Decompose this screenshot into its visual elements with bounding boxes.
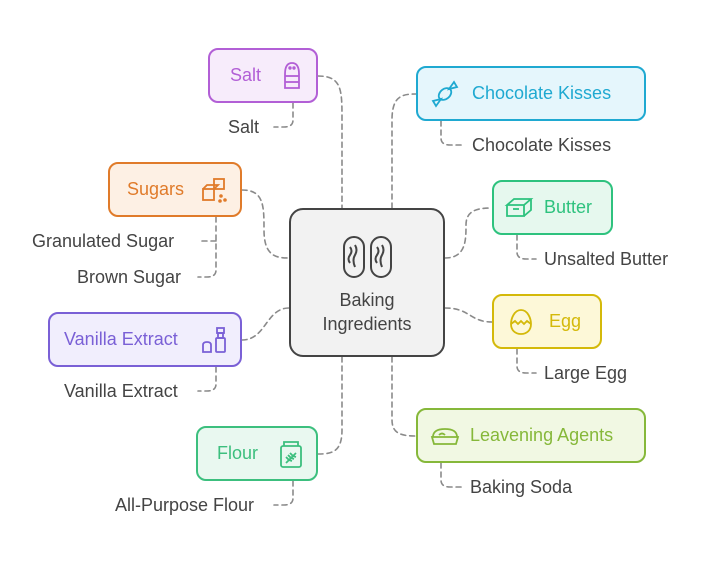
category-flour: Flour — [196, 426, 318, 481]
category-vanilla: Vanilla Extract — [48, 312, 242, 367]
category-egg-label: Egg — [549, 311, 582, 331]
baking-dish-icon — [430, 428, 460, 445]
item-granulated-sugar: Granulated Sugar — [32, 231, 175, 251]
connector-flour-item — [273, 480, 294, 506]
bread-loaves-icon — [343, 236, 392, 278]
category-egg: Egg — [492, 294, 602, 349]
connector-flour — [317, 356, 343, 455]
connector-salt — [317, 75, 343, 209]
category-chocolate: Chocolate Kisses — [416, 66, 646, 121]
category-leavening: Leavening Agents — [416, 408, 646, 463]
vanilla-bottle-icon — [202, 327, 226, 353]
center-node: Baking Ingredients — [289, 208, 445, 357]
candy-icon — [431, 80, 459, 108]
category-leavening-label: Leavening Agents — [470, 425, 614, 445]
connector-chocolate — [391, 93, 417, 209]
item-chocolate-kisses: Chocolate Kisses — [472, 135, 612, 155]
connector-butter — [444, 207, 493, 259]
category-vanilla-label: Vanilla Extract — [64, 329, 178, 349]
connector-vanilla — [241, 307, 290, 341]
connector-egg-item — [516, 348, 537, 374]
butter-icon — [504, 198, 534, 217]
item-brown-sugar: Brown Sugar — [77, 267, 182, 287]
connector-egg — [444, 307, 493, 323]
item-all-purpose-flour: All-Purpose Flour — [115, 495, 255, 515]
item-salt: Salt — [228, 117, 260, 137]
connector-butter-item — [516, 234, 537, 260]
category-chocolate-label: Chocolate Kisses — [472, 83, 612, 103]
category-flour-label: Flour — [217, 443, 259, 463]
connector-sugars — [241, 189, 290, 259]
category-sugars: Sugars — [108, 162, 242, 217]
connector-leavening — [391, 356, 417, 437]
flour-bag-icon — [280, 441, 302, 468]
connector-sugars-item — [197, 216, 217, 278]
category-butter-label: Butter — [544, 197, 593, 217]
sugar-cubes-icon — [202, 178, 227, 203]
connector-chocolate-item — [440, 120, 463, 146]
connector-vanilla-item — [197, 366, 217, 392]
category-butter: Butter — [492, 180, 613, 235]
category-salt-label: Salt — [230, 65, 262, 85]
connector-leavening-item — [440, 462, 463, 488]
item-vanilla-extract: Vanilla Extract — [64, 381, 178, 401]
item-large-egg: Large Egg — [544, 363, 628, 383]
egg-icon — [510, 309, 532, 335]
connector-salt-item — [273, 102, 294, 128]
salt-shaker-icon — [284, 62, 300, 89]
category-salt: Salt — [208, 48, 318, 103]
item-unsalted-butter: Unsalted Butter — [544, 249, 669, 269]
center-title-line2: Ingredients — [322, 314, 412, 334]
item-baking-soda: Baking Soda — [470, 477, 573, 497]
category-sugars-label: Sugars — [127, 179, 185, 199]
center-title-line1: Baking — [339, 290, 395, 310]
